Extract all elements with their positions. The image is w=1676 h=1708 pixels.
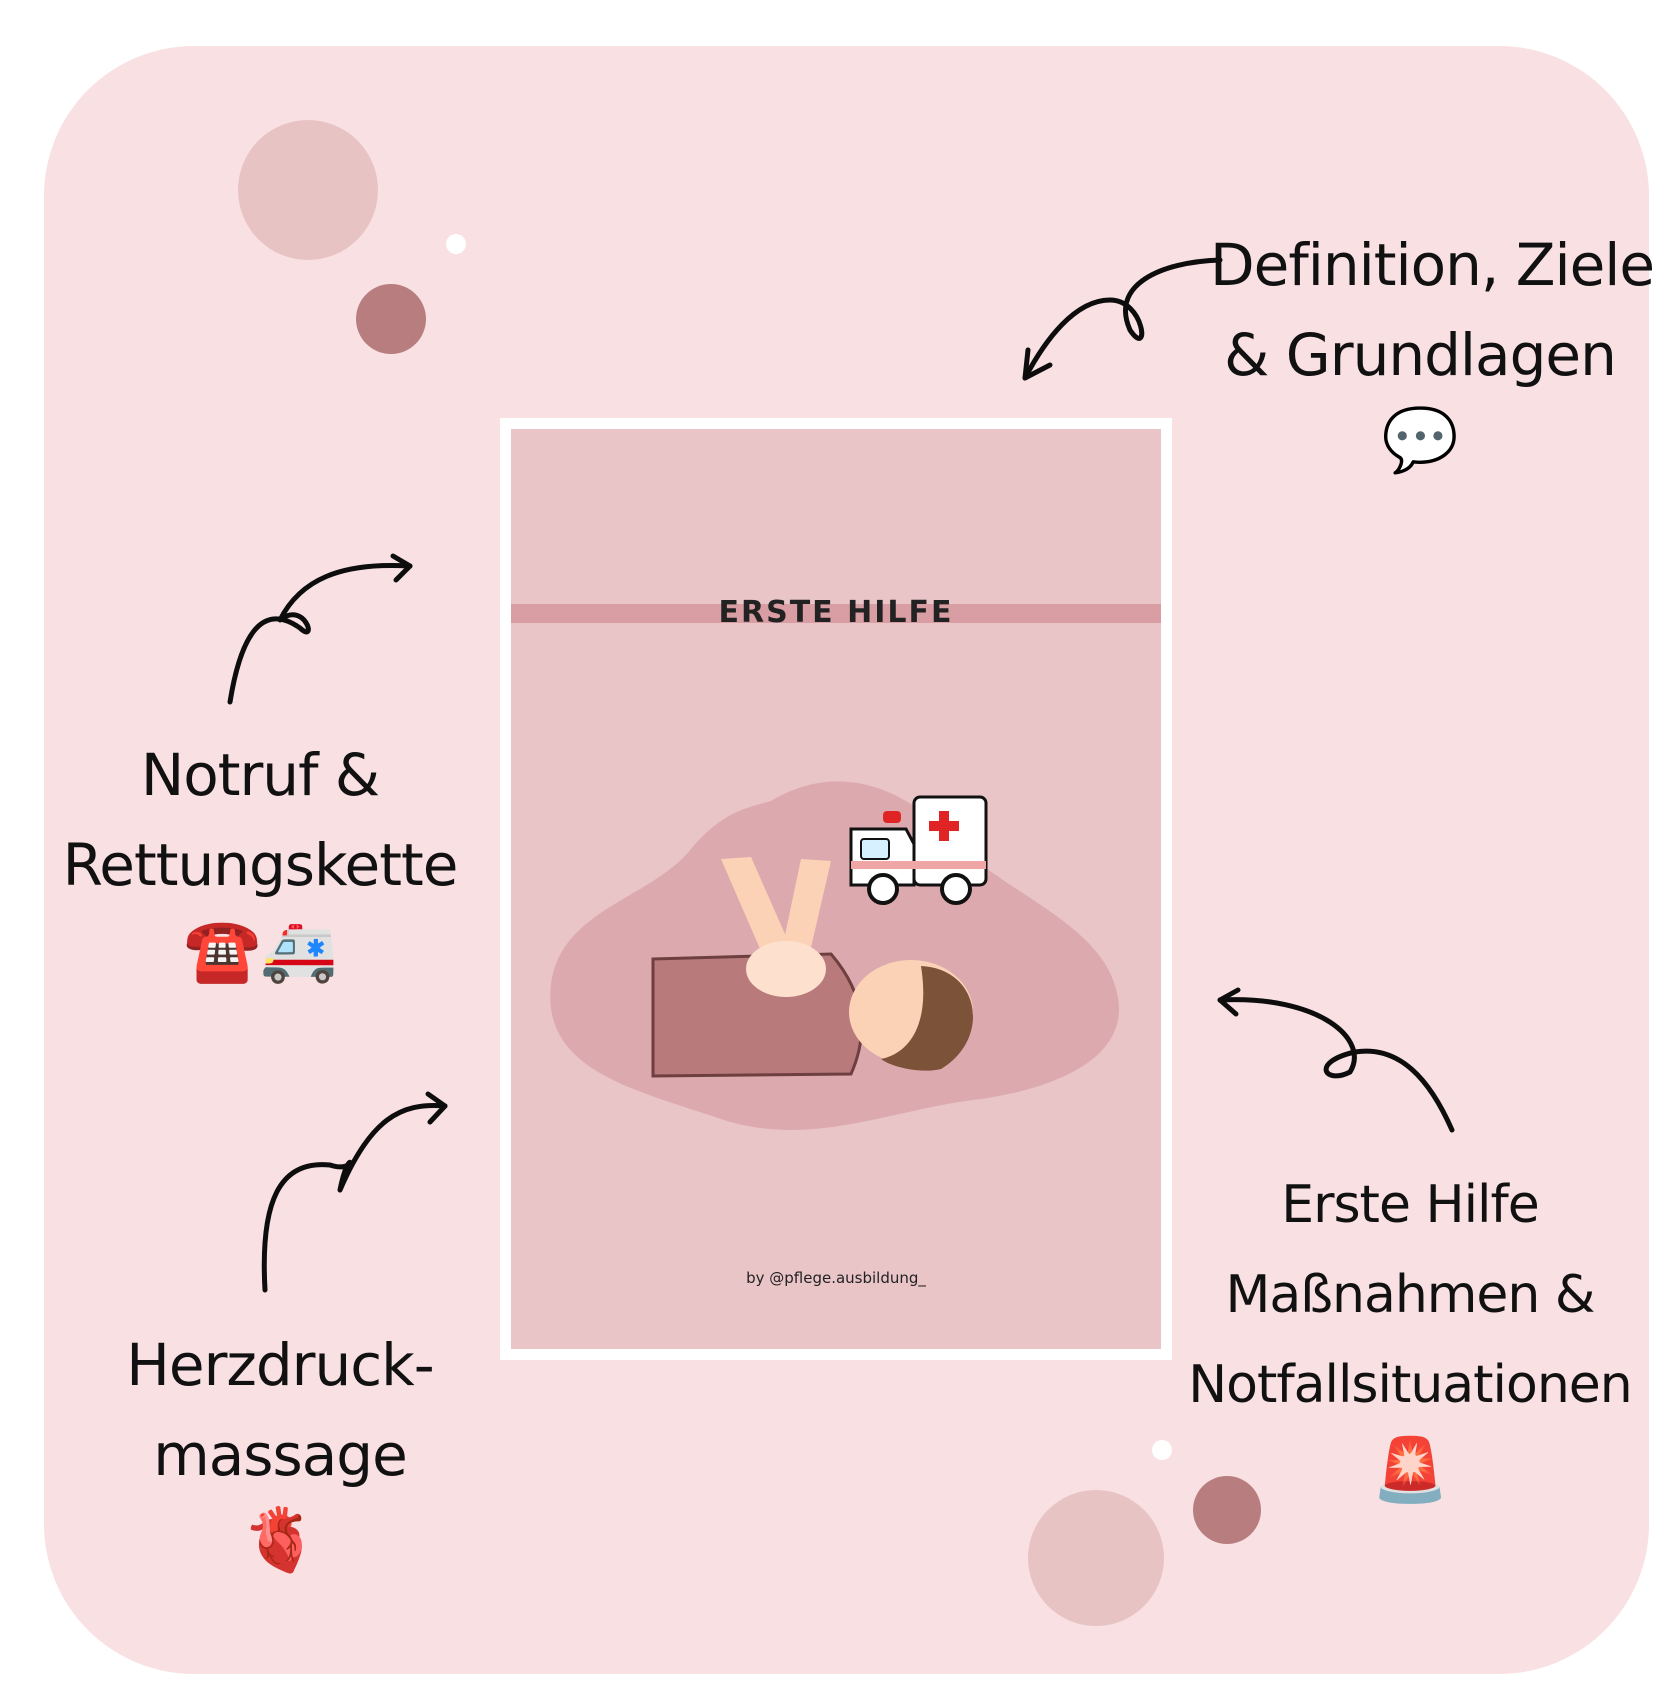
cover-title: ERSTE HILFE xyxy=(718,595,954,630)
speech-bubble-icon: 💬 xyxy=(1381,403,1459,476)
label-definition-line-1: Definition, Ziele xyxy=(1210,231,1655,299)
label-erste-hilfe: Erste Hilfe Maßnahmen & Notfallsituation… xyxy=(1180,1160,1640,1510)
label-herzdruck-line-1: Herzdruck- xyxy=(126,1331,434,1399)
cover-byline: by @pflege.ausbildung_ xyxy=(746,1269,926,1287)
label-notruf: Notruf & Rettungskette ☎️🚑 xyxy=(60,730,460,990)
telephone-ambulance-icon: ☎️🚑 xyxy=(183,913,337,986)
patient-hair-icon xyxy=(881,966,974,1071)
illustration-blob xyxy=(550,781,1119,1130)
label-herzdruck: Herzdruck- massage 🫀 xyxy=(100,1320,460,1580)
ambulance-illustration-icon xyxy=(849,795,988,905)
decor-dot-bottom xyxy=(1152,1440,1172,1460)
siren-icon: 🚨 xyxy=(1371,1433,1449,1506)
decor-circle-large-top xyxy=(238,120,378,260)
decor-circle-large-bottom xyxy=(1028,1490,1164,1626)
label-herzdruck-line-2: massage xyxy=(153,1421,408,1489)
label-notruf-line-1: Notruf & xyxy=(140,741,380,809)
label-erste-hilfe-line-3: Notfallsituationen xyxy=(1188,1355,1632,1415)
label-definition-line-2: & Grundlagen xyxy=(1224,321,1617,389)
cover-title-band xyxy=(511,604,1161,623)
anatomical-heart-icon: 🫀 xyxy=(241,1503,319,1576)
rescuer-hands-icon xyxy=(746,941,826,997)
decor-dot-top xyxy=(446,234,466,254)
cpr-illustration xyxy=(550,781,1119,1130)
label-definition: Definition, Ziele & Grundlagen 💬 xyxy=(1210,220,1655,480)
decor-circle-small-top xyxy=(356,284,426,354)
decor-circle-small-bottom xyxy=(1193,1476,1261,1544)
label-notruf-line-2: Rettungskette xyxy=(62,831,459,899)
label-erste-hilfe-line-1: Erste Hilfe xyxy=(1281,1175,1540,1235)
label-erste-hilfe-line-2: Maßnahmen & xyxy=(1225,1265,1596,1325)
cover-page: ERSTE HILFE xyxy=(511,429,1161,1349)
cover-frame: ERSTE HILFE xyxy=(500,418,1172,1360)
